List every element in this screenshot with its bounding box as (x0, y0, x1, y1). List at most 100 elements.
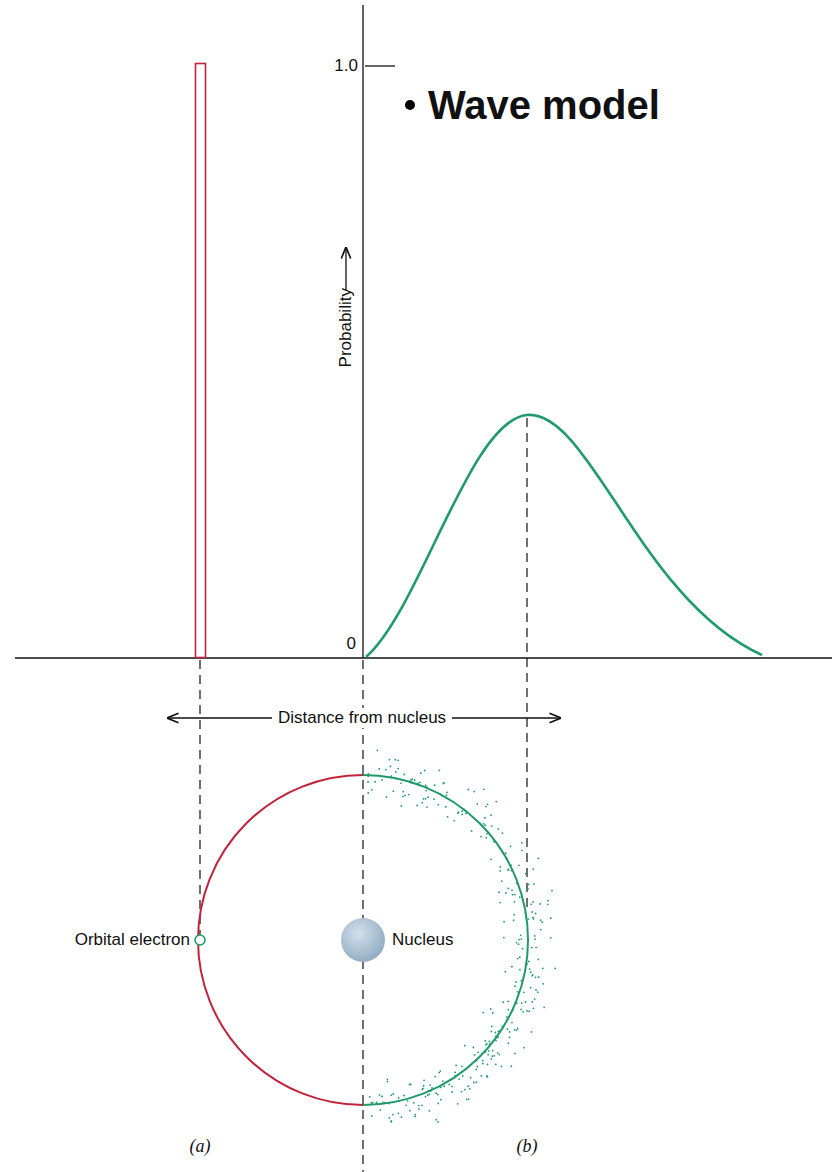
cloud-dot (446, 792, 448, 794)
cloud-dot (437, 1103, 439, 1105)
cloud-dot (495, 801, 497, 803)
cloud-dot (462, 1075, 464, 1077)
cloud-dot (423, 1085, 425, 1087)
cloud-dot (515, 981, 517, 983)
cloud-dot (397, 1113, 399, 1115)
cloud-dot (509, 1037, 511, 1039)
cloud-dot (490, 1008, 492, 1010)
cloud-dot (495, 1035, 497, 1037)
cloud-dot (506, 1019, 508, 1021)
cloud-dot (445, 806, 447, 808)
cloud-dot (490, 1058, 492, 1060)
cloud-dot (521, 1002, 523, 1004)
cloud-dot (511, 1011, 513, 1013)
cloud-dot (414, 1114, 416, 1116)
cloud-dot (521, 850, 523, 852)
cloud-dot (499, 870, 501, 872)
cloud-dot (477, 1051, 479, 1053)
cloud-dot (491, 825, 493, 827)
cloud-dot (419, 782, 421, 784)
cloud-dot (476, 1081, 478, 1083)
cloud-dot (513, 914, 515, 916)
cloud-dot (487, 1064, 489, 1066)
cloud-dot (416, 804, 418, 806)
cloud-dot (528, 1010, 530, 1012)
cloud-dot (519, 956, 521, 958)
cloud-dot (423, 1079, 425, 1081)
cloud-dot (425, 790, 427, 792)
cloud-dot (483, 788, 485, 790)
cloud-dot (426, 786, 428, 788)
cloud-dot (526, 888, 528, 890)
cloud-dot (425, 1096, 427, 1098)
cloud-dot (499, 866, 501, 868)
cloud-dot (400, 805, 402, 807)
cloud-dot (522, 948, 524, 950)
cloud-dot (516, 882, 518, 884)
cloud-dot (535, 947, 537, 949)
cloud-dot (542, 968, 544, 970)
cloud-dot (514, 985, 516, 987)
cloud-dot (486, 833, 488, 835)
cloud-dot (534, 938, 536, 940)
cloud-dot (367, 773, 369, 775)
cloud-dot (427, 796, 429, 798)
cloud-dot (541, 921, 543, 923)
figure-label: (a) (190, 1136, 211, 1157)
cloud-dot (388, 1103, 390, 1105)
cloud-dot (461, 1065, 463, 1067)
cloud-dot (518, 864, 520, 866)
cloud-dot (464, 1045, 466, 1047)
cloud-dot (491, 1026, 493, 1028)
cloud-dot (398, 1100, 400, 1102)
cloud-dot (421, 802, 423, 804)
probability-bar (196, 64, 206, 658)
cloud-dot (537, 858, 539, 860)
cloud-dot (431, 1087, 433, 1089)
cloud-dot (498, 891, 500, 893)
guide-line (362, 660, 363, 1172)
cloud-dot (510, 864, 512, 866)
cloud-dot (392, 790, 394, 792)
cloud-dot (497, 1052, 499, 1054)
cloud-dot (485, 837, 487, 839)
cloud-dot (440, 1086, 442, 1088)
electron-cloud (367, 750, 556, 1123)
cloud-dot (461, 810, 463, 812)
cloud-dot (551, 890, 553, 892)
cloud-dot (510, 870, 512, 872)
cloud-dot (382, 1101, 384, 1103)
cloud-dot (540, 919, 542, 921)
cloud-dot (516, 1029, 518, 1031)
cloud-dot (379, 1109, 381, 1111)
cloud-dot (487, 1054, 489, 1056)
cloud-dot (504, 971, 506, 973)
cloud-dot (550, 917, 552, 919)
cloud-dot (457, 1103, 459, 1105)
cloud-dot (392, 1114, 394, 1116)
cloud-dot (378, 768, 380, 770)
cloud-dot (508, 868, 510, 870)
cloud-dot (502, 832, 504, 834)
cloud-dot (484, 817, 486, 819)
cloud-dot (466, 1098, 468, 1100)
cloud-dot (454, 1075, 456, 1077)
cloud-dot (405, 1104, 407, 1106)
cloud-dot (518, 943, 520, 945)
cloud-dot (503, 937, 505, 939)
cloud-dot (414, 779, 416, 781)
cloud-dot (509, 1031, 511, 1033)
cloud-dot (512, 1009, 514, 1011)
cloud-dot (425, 784, 427, 786)
cloud-dot (448, 1084, 450, 1086)
cloud-dot (443, 1085, 445, 1087)
cloud-dot (401, 779, 403, 781)
cloud-dot (435, 1092, 437, 1094)
cloud-dot (463, 808, 465, 810)
cloud-dot (543, 1006, 545, 1008)
cloud-dot (533, 918, 535, 920)
cloud-dot (464, 1089, 466, 1091)
cloud-dot (485, 1051, 487, 1053)
cloud-dot (430, 1090, 432, 1092)
cloud-dot (394, 759, 396, 761)
